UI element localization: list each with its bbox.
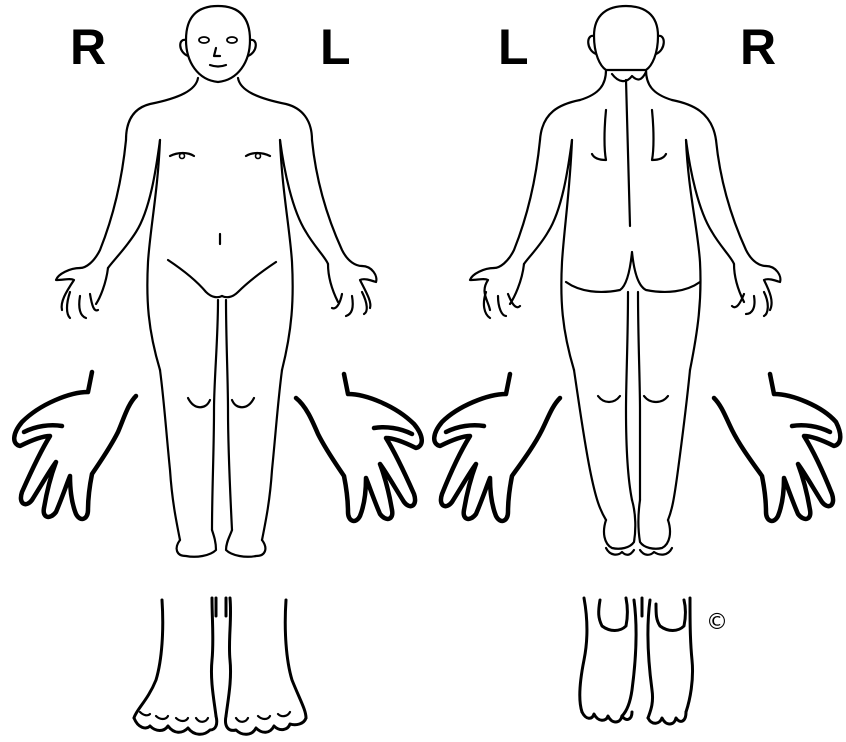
front-neck-left bbox=[238, 78, 312, 140]
back-small-hand-left bbox=[470, 264, 524, 318]
back-lower-feet bbox=[580, 598, 693, 724]
front-leg-left-inner bbox=[226, 300, 232, 530]
front-lower-foot-right-outer bbox=[134, 600, 163, 718]
back-lower-foot-left-inner bbox=[622, 600, 636, 716]
back-small-foot-right bbox=[639, 500, 671, 549]
front-head bbox=[186, 6, 250, 82]
back-torso-right bbox=[686, 140, 701, 370]
front-leg-right-inner bbox=[212, 300, 218, 530]
back-knee-left bbox=[598, 396, 620, 402]
back-scapula-right bbox=[652, 110, 666, 160]
front-leg-right-outer bbox=[160, 370, 180, 540]
front-mouth bbox=[210, 65, 226, 67]
front-arm-left-outer bbox=[312, 140, 362, 266]
back-arm-left-outer bbox=[494, 140, 540, 268]
back-shoulder-left bbox=[540, 100, 580, 140]
front-groin-left bbox=[222, 262, 276, 297]
back-lower-foot-right-outer bbox=[686, 598, 693, 712]
back-buttocks bbox=[566, 252, 700, 292]
front-knee-left bbox=[232, 398, 254, 407]
back-shoulder-right bbox=[672, 100, 716, 140]
back-small-hand-right bbox=[732, 264, 780, 316]
front-nipple-right-dot bbox=[180, 154, 185, 159]
back-large-hand-left bbox=[434, 374, 560, 521]
back-lower-foot-right-inner bbox=[648, 600, 653, 718]
back-head bbox=[594, 6, 658, 70]
back-leg-left-outer bbox=[574, 370, 606, 520]
front-leg-left-outer bbox=[262, 370, 282, 540]
back-leg-left-inner bbox=[626, 292, 632, 500]
copyright-symbol: © bbox=[706, 612, 728, 634]
front-large-hand-left bbox=[296, 374, 422, 521]
front-nose bbox=[214, 48, 220, 56]
front-body-figure bbox=[56, 6, 376, 557]
back-lower-foot-left-heel bbox=[599, 598, 628, 631]
front-nipple-left-dot bbox=[256, 154, 261, 159]
front-groin-right bbox=[168, 260, 222, 297]
back-leg-right-inner bbox=[638, 292, 640, 500]
back-lower-foot-right-heel bbox=[656, 600, 686, 631]
back-lower-foot-left-outer bbox=[580, 598, 587, 712]
back-knee-right bbox=[644, 396, 668, 402]
back-spine bbox=[626, 80, 630, 226]
front-arm-left-inner bbox=[280, 140, 328, 264]
back-small-foot-left bbox=[604, 500, 635, 549]
front-eye-left bbox=[227, 37, 237, 43]
back-large-hand-right bbox=[714, 374, 840, 521]
front-lower-feet bbox=[134, 598, 306, 734]
back-arm-left-inner bbox=[524, 140, 572, 264]
back-leg-right-outer bbox=[668, 370, 690, 520]
front-arm-right-outer bbox=[80, 140, 126, 268]
front-small-foot-right bbox=[177, 530, 216, 557]
front-small-hand-left bbox=[328, 264, 376, 316]
back-lower-foot-right-toes bbox=[648, 712, 686, 724]
front-eye-right bbox=[199, 37, 209, 43]
front-neck-right bbox=[126, 78, 198, 140]
back-scapula-left bbox=[592, 110, 606, 160]
front-small-hand-right bbox=[56, 268, 108, 318]
front-large-hand-right bbox=[14, 372, 136, 519]
front-small-foot-left bbox=[226, 530, 265, 557]
front-knee-right bbox=[188, 398, 210, 407]
front-lower-foot-left-outer bbox=[285, 600, 306, 718]
